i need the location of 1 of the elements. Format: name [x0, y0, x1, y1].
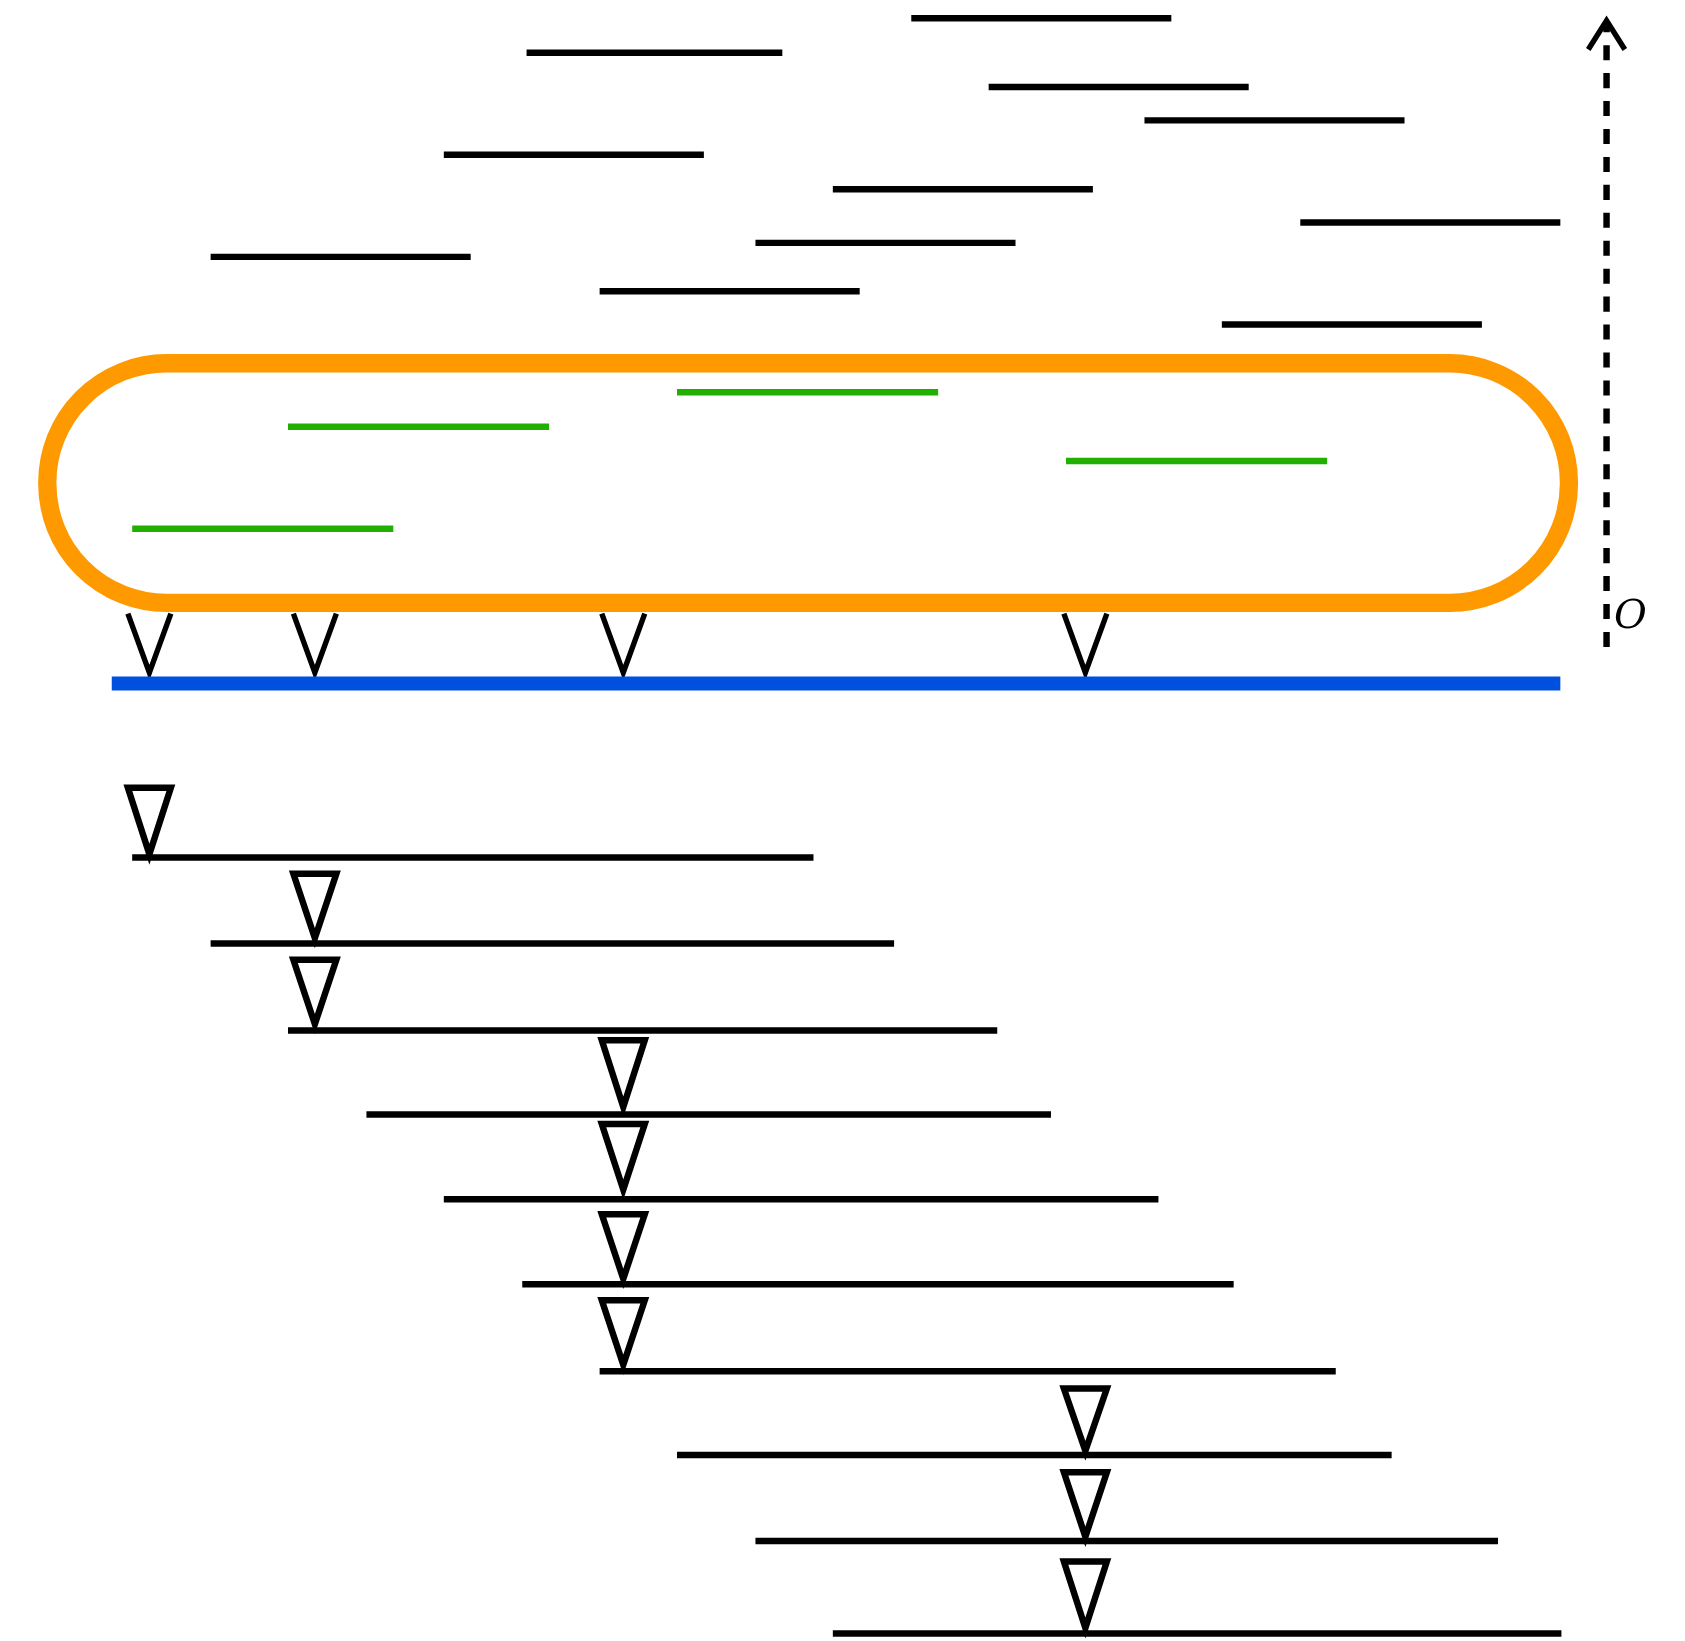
axis-label: O — [1614, 594, 1647, 634]
